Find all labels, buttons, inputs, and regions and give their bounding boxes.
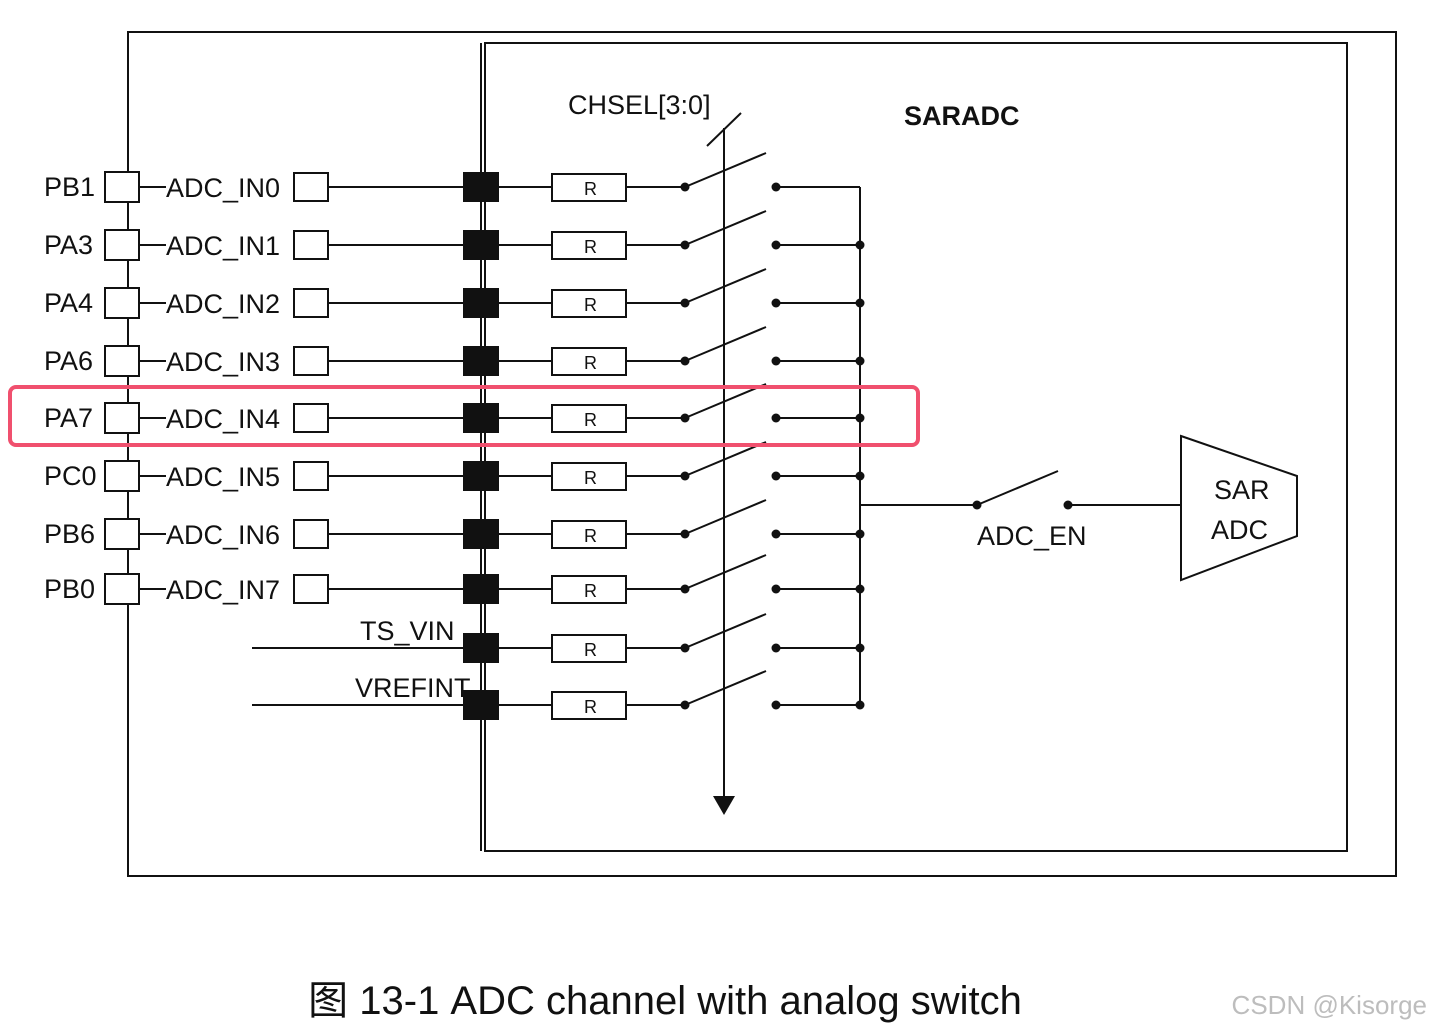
signal-label: ADC_IN5: [166, 462, 280, 492]
pin-pad: [104, 345, 140, 377]
resistor-label: R: [584, 697, 597, 717]
chsel-arrow-head: [713, 796, 735, 815]
signal-label: ADC_IN3: [166, 347, 280, 377]
pin-label: PA3: [44, 230, 93, 260]
watermark: CSDN @Kisorge: [1231, 990, 1427, 1020]
switch-blade: [684, 210, 767, 246]
signal-label: ADC_IN2: [166, 289, 280, 319]
resistor-label: R: [584, 410, 597, 430]
pin-label: PA7: [44, 403, 93, 433]
io-pad: [293, 346, 329, 376]
resistor-label: R: [584, 179, 597, 199]
resistor-label: R: [584, 237, 597, 257]
channel-pad: [463, 633, 499, 663]
switch-blade: [684, 441, 767, 477]
channel-pad: [463, 230, 499, 260]
pin-label: PA6: [44, 346, 93, 376]
channel-pad: [463, 519, 499, 549]
pin-label: PB1: [44, 172, 95, 202]
switch-blade: [684, 670, 767, 706]
signal-label: VREFINT: [355, 673, 471, 703]
switch-blade: [684, 383, 767, 419]
pin-label: PA4: [44, 288, 93, 318]
resistor: [551, 173, 627, 202]
signal-label: ADC_IN0: [166, 173, 280, 203]
signal-label: TS_VIN: [360, 616, 455, 646]
io-pad: [293, 403, 329, 433]
channel-pad: [463, 172, 499, 202]
pin-pad: [104, 402, 140, 434]
switch-blade: [684, 152, 767, 188]
pin-pad: [104, 460, 140, 492]
signal-label: ADC_IN6: [166, 520, 280, 550]
resistor: [551, 520, 627, 549]
chsel-label: CHSEL[3:0]: [568, 90, 711, 120]
adc-en-label: ADC_EN: [977, 521, 1087, 551]
channel-pad: [463, 346, 499, 376]
io-pad: [293, 574, 329, 604]
io-pad: [293, 172, 329, 202]
io-pad: [293, 519, 329, 549]
switch-blade: [684, 326, 767, 362]
signal-label: ADC_IN4: [166, 404, 280, 434]
resistor-label: R: [584, 353, 597, 373]
pin-label: PB6: [44, 519, 95, 549]
switch-blade: [684, 554, 767, 590]
channel-pad: [463, 461, 499, 491]
sar-adc-block: [1180, 434, 1298, 582]
resistor-label: R: [584, 640, 597, 660]
pin-pad: [104, 518, 140, 550]
pin-pad: [104, 229, 140, 261]
pin-pad: [104, 171, 140, 203]
switch-blade: [684, 268, 767, 304]
resistor-label: R: [584, 581, 597, 601]
resistor: [551, 289, 627, 318]
channel-pad: [463, 690, 499, 720]
signal-label: ADC_IN1: [166, 231, 280, 261]
signal-label: ADC_IN7: [166, 575, 280, 605]
pin-label: PC0: [44, 461, 97, 491]
io-pad: [293, 288, 329, 318]
highlight-box: [8, 385, 920, 447]
resistor: [551, 231, 627, 260]
channel-pad: [463, 288, 499, 318]
channel-pad: [463, 403, 499, 433]
sar-adc-label-line1: SAR: [1214, 475, 1270, 505]
switch-blade: [684, 499, 767, 535]
resistor: [551, 462, 627, 491]
switch-blade: [684, 613, 767, 649]
pin-label: PB0: [44, 574, 95, 604]
resistor: [551, 634, 627, 663]
figure-caption: 图 13-1 ADC channel with analog switch: [308, 979, 1022, 1023]
resistor-label: R: [584, 526, 597, 546]
channel-pad: [463, 574, 499, 604]
resistor-label: R: [584, 468, 597, 488]
saradc-title: SARADC: [904, 101, 1020, 131]
sar-adc-label-line2: ADC: [1211, 515, 1268, 545]
io-pad: [293, 461, 329, 491]
pin-pad: [104, 573, 140, 605]
bus-junction: [855, 700, 865, 710]
pin-pad: [104, 287, 140, 319]
adc-en-switch-blade: [976, 470, 1059, 506]
io-pad: [293, 230, 329, 260]
resistor-label: R: [584, 295, 597, 315]
resistor: [551, 347, 627, 376]
